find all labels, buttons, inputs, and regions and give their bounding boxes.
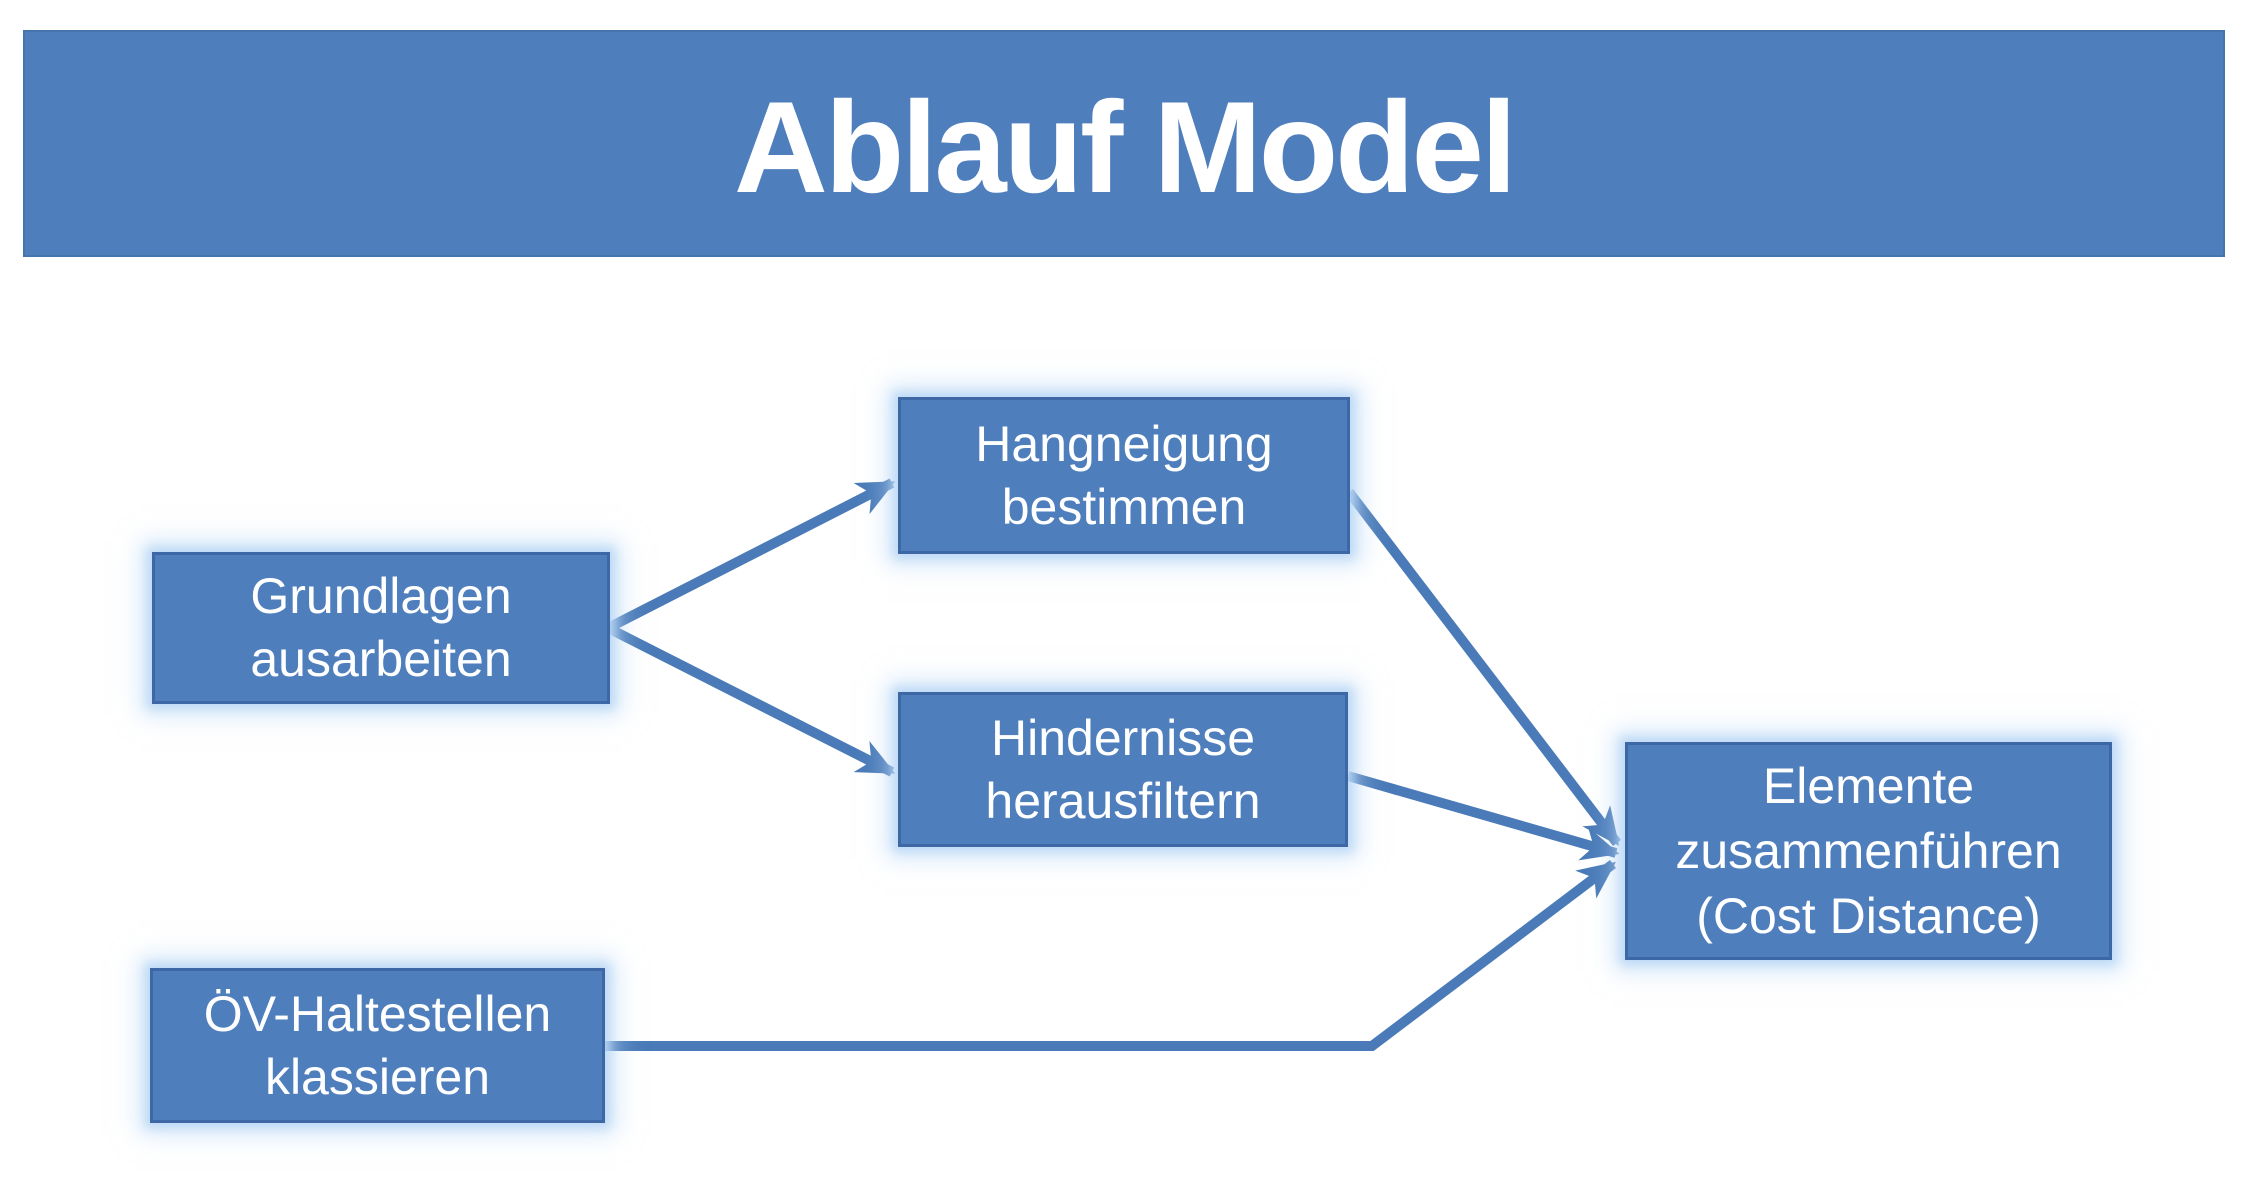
arrow-hangneigung-to-elemente [1345, 488, 1621, 847]
node-elemente-zusammenfuehren: Elemente zusammenführen (Cost Distance) [1625, 742, 2112, 960]
title-banner: Ablauf Model [23, 30, 2225, 257]
arrow-grundlagen-to-hangneigung [605, 478, 896, 633]
node-label-line: ausarbeiten [250, 631, 512, 687]
node-label-line: klassieren [264, 1048, 491, 1105]
node-label-line: herausfiltern [985, 772, 1261, 829]
node-label-line: ÖV-Haltestellen [203, 985, 552, 1042]
node-hindernisse-herausfiltern: Hindernisse herausfiltern [898, 692, 1348, 847]
node-grundlagen-ausarbeiten: Grundlagen ausarbeiten [152, 552, 610, 704]
node-oev-haltestellen-klassieren: ÖV-Haltestellen klassieren [150, 968, 605, 1123]
arrow-hindernisse-to-elemente [1346, 771, 1620, 861]
node-label-line: Elemente [1762, 757, 1975, 814]
arrow-grundlagen-to-hindernisse [605, 623, 896, 777]
page-title: Ablauf Model [733, 73, 1517, 220]
node-label-line: Grundlagen [250, 568, 512, 624]
node-label-line: Hangneigung [975, 415, 1273, 472]
node-label-line: (Cost Distance) [1696, 887, 2041, 944]
node-label-line: zusammenführen [1675, 822, 2062, 879]
arrow-oev-haltestellen-to-elemente [605, 860, 1617, 1051]
node-label-line: Hindernisse [990, 709, 1255, 766]
node-hangneigung-bestimmen: Hangneigung bestimmen [898, 397, 1350, 554]
node-label-line: bestimmen [1001, 478, 1247, 535]
